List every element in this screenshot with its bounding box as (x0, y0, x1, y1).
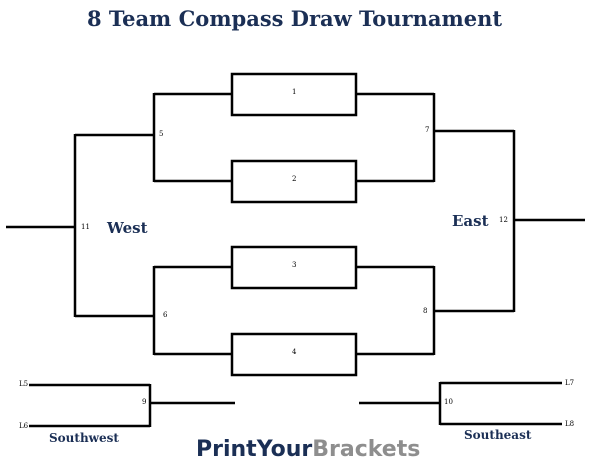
loser-label-l5: L5 (19, 380, 29, 388)
loser-label-l8: L8 (565, 420, 575, 428)
match-number-4: 4 (292, 348, 297, 356)
match-number-11: 11 (81, 223, 90, 231)
match-number-10: 10 (444, 398, 453, 406)
match-number-8: 8 (423, 307, 428, 315)
match-number-7: 7 (425, 126, 430, 134)
match-number-6: 6 (163, 311, 168, 319)
region-label-west: West (107, 219, 148, 237)
loser-label-l6: L6 (19, 422, 29, 430)
match-box-3 (230, 245, 358, 290)
match-box-2 (230, 159, 358, 204)
logo-text-part1: PrintYour (196, 437, 313, 462)
match-number-2: 2 (292, 175, 297, 183)
loser-label-l7: L7 (565, 379, 575, 387)
match-number-1: 1 (292, 88, 297, 96)
region-label-southeast: Southeast (464, 428, 532, 442)
page-title: 8 Team Compass Draw Tournament (86, 6, 503, 31)
logo-text-part2: Brackets (312, 437, 421, 462)
match-number-12: 12 (499, 216, 508, 224)
match-number-3: 3 (292, 261, 297, 269)
site-logo: PrintYourBrackets (196, 437, 420, 462)
match-number-9: 9 (142, 398, 147, 406)
region-label-east: East (452, 212, 489, 230)
match-number-5: 5 (159, 130, 164, 138)
region-label-southwest: Southwest (49, 431, 119, 445)
